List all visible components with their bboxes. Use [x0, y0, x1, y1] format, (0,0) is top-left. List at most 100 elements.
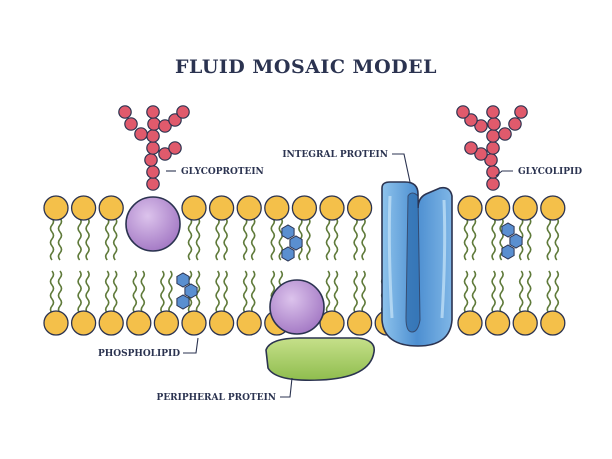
phospholipid-head — [208, 310, 235, 336]
lipid-tail — [333, 217, 339, 261]
lipid-tail — [168, 270, 173, 314]
glycolipid-leader-line — [495, 170, 513, 177]
lipid-tail — [49, 270, 55, 314]
phospholipid-head — [264, 195, 290, 221]
lipid-tail — [491, 217, 496, 261]
upper-lipid-tails — [49, 217, 560, 261]
sugar-molecule — [146, 105, 160, 119]
phospholipid-head — [43, 195, 69, 221]
phospholipid-head — [484, 195, 511, 221]
lipid-tail — [49, 217, 55, 261]
lipid-tail — [554, 217, 560, 261]
lipid-tail — [306, 217, 311, 261]
lipid-tail — [223, 217, 228, 261]
lipid-tail — [85, 270, 90, 314]
lipid-tail — [471, 270, 477, 314]
cholesterol-ring — [501, 222, 515, 238]
lipid-tail — [242, 217, 248, 261]
cholesterol-ring — [501, 244, 515, 260]
phospholipid-head — [181, 310, 207, 336]
sugar-molecule — [474, 119, 488, 133]
cholesterol-ring — [289, 235, 303, 251]
integral-protein-leader-line — [392, 153, 411, 183]
lipid-tail — [325, 270, 331, 314]
lipid-tail — [518, 270, 524, 314]
lipid-tail — [554, 270, 560, 314]
lipid-tail — [463, 270, 469, 314]
phospholipid-head — [208, 195, 235, 221]
cholesterol-ring — [281, 246, 295, 262]
integral-protein-channel — [405, 192, 421, 333]
membrane-protein-sphere — [269, 279, 325, 335]
glycoprotein-body — [125, 196, 181, 252]
lipid-tail — [353, 217, 358, 261]
phospholipid-head — [98, 195, 124, 221]
phospholipid-head — [153, 310, 180, 336]
peripheral-protein-body — [265, 337, 375, 382]
sugar-molecule — [498, 127, 512, 141]
sugar-molecule — [168, 113, 182, 127]
lower-lipid-tails — [49, 270, 560, 314]
sugar-molecule — [474, 147, 488, 161]
lipid-tail — [215, 270, 220, 314]
phospholipid-head — [236, 195, 262, 221]
phospholipid-head — [540, 310, 566, 336]
sugar-molecule — [508, 117, 522, 131]
glycolipid-sugar-chain — [456, 105, 528, 191]
sugar-molecule — [486, 105, 500, 119]
lipid-tail — [195, 270, 201, 314]
sugar-molecule — [134, 127, 148, 141]
phospholipid-head — [126, 310, 152, 336]
phospholipid-head — [346, 195, 373, 221]
lipid-tail — [140, 270, 146, 314]
integral-protein — [381, 181, 453, 347]
cholesterol-ring — [509, 233, 523, 249]
sugar-molecule — [486, 129, 500, 143]
sugar-molecule — [158, 147, 172, 161]
sugar-molecule — [146, 177, 160, 191]
phospholipid-head — [43, 310, 69, 336]
lipid-tail — [132, 270, 138, 314]
cholesterol-ring — [281, 224, 295, 240]
peripheral-protein-label: PERIPHERAL PROTEIN — [157, 393, 276, 403]
lipid-tail — [215, 217, 220, 261]
upper-phospholipid-heads — [43, 195, 566, 221]
lipid-tail — [499, 270, 504, 314]
glycoprotein — [118, 105, 190, 252]
sugar-molecule — [147, 117, 161, 131]
phospholipid-head — [70, 195, 97, 221]
lipid-tail — [187, 217, 193, 261]
sugar-molecule — [486, 165, 500, 179]
lipid-tail — [104, 270, 110, 314]
lipid-tail — [491, 270, 496, 314]
lipid-tail — [112, 217, 118, 261]
lipid-tail — [160, 270, 165, 314]
lipid-tail — [471, 217, 477, 261]
lipid-tail — [353, 270, 358, 314]
phospholipid-leader-line — [183, 337, 199, 354]
lipid-tail — [325, 217, 331, 261]
integral-protein-label: INTEGRAL PROTEIN — [282, 150, 388, 160]
sugar-molecule — [514, 105, 528, 119]
lipid-tail — [463, 217, 469, 261]
sugar-molecule — [118, 105, 132, 119]
sugar-molecule — [146, 165, 160, 179]
cholesterol-ring — [176, 272, 190, 288]
sugar-molecule — [487, 117, 501, 131]
lipid-tail — [361, 217, 366, 261]
peripheral-protein-leader-line — [280, 377, 293, 398]
cholesterol-molecules — [176, 222, 523, 310]
sugar-molecule — [176, 105, 190, 119]
glycoprotein-sugar-chain — [118, 105, 190, 191]
lipid-tail — [77, 270, 82, 314]
sugar-molecule — [486, 177, 500, 191]
phospholipid-head — [512, 310, 538, 336]
lipid-tail — [195, 217, 201, 261]
lipid-tail — [77, 217, 82, 261]
lipid-tail — [57, 270, 63, 314]
phospholipid-head — [457, 195, 483, 221]
glycoprotein-label: GLYCOPROTEIN — [181, 167, 264, 177]
phospholipid-head — [484, 310, 511, 336]
lipid-tail — [57, 217, 63, 261]
